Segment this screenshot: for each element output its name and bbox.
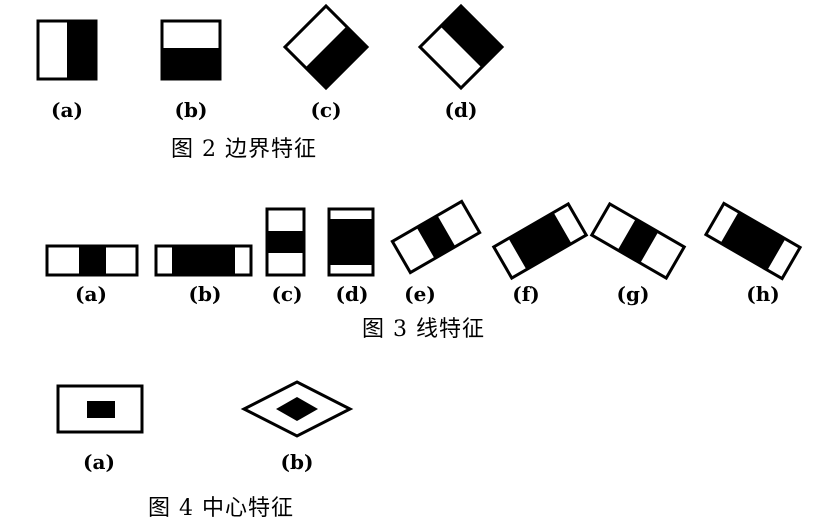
line-feature-b-shape — [154, 244, 253, 277]
edge-feature-d-label: (d) — [444, 98, 478, 122]
line-feature-e-label: (e) — [404, 282, 436, 306]
center-feature-a-shape — [56, 384, 144, 434]
edge-feature-b-label: (b) — [174, 98, 208, 122]
figure-4-caption: 图 4 中心特征 — [148, 496, 294, 521]
center-feature-b-shape — [240, 380, 354, 438]
edge-feature-b-shape — [160, 19, 222, 81]
line-feature-d-shape — [327, 207, 375, 277]
line-feature-g-shape — [589, 201, 687, 281]
line-feature-a-shape — [45, 244, 139, 277]
line-feature-a-label: (a) — [75, 282, 107, 306]
line-feature-f-label: (f) — [512, 282, 540, 306]
edge-feature-d-shape — [417, 3, 505, 91]
edge-feature-c-shape — [282, 3, 370, 91]
edge-feature-a-shape — [36, 19, 98, 81]
line-feature-h-label: (h) — [746, 282, 780, 306]
center-feature-a-label: (a) — [83, 450, 115, 474]
figure-3-caption: 图 3 线特征 — [362, 317, 485, 342]
line-feature-c-label: (c) — [271, 282, 303, 306]
line-feature-d-label: (d) — [335, 282, 369, 306]
line-feature-f-shape — [491, 201, 589, 281]
line-feature-e-shape — [390, 199, 482, 275]
line-feature-h-shape — [703, 201, 803, 281]
line-feature-c-shape — [265, 207, 306, 277]
line-feature-g-label: (g) — [616, 282, 650, 306]
center-feature-b-label: (b) — [280, 450, 314, 474]
line-feature-b-label: (b) — [188, 282, 222, 306]
edge-feature-a-label: (a) — [51, 98, 83, 122]
figure-2-caption: 图 2 边界特征 — [171, 137, 317, 162]
edge-feature-c-label: (c) — [310, 98, 342, 122]
